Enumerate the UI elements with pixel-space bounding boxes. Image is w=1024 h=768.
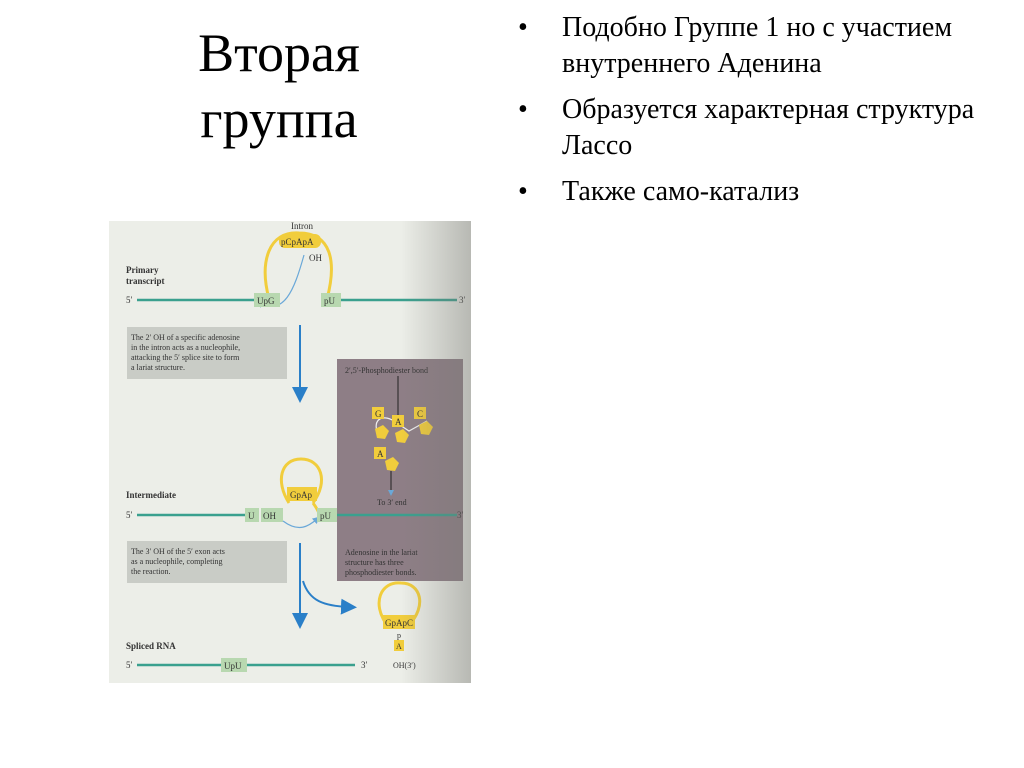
u-box: [245, 508, 259, 522]
upu-box: [221, 658, 247, 672]
inset-note-line: phosphodiester bonds.: [345, 568, 417, 577]
page-curl-shade: [401, 221, 471, 683]
five-prime-label-3: 5′: [126, 660, 133, 670]
oh2-box: [261, 508, 283, 522]
note1-line: in the intron acts as a nucleophile,: [131, 343, 240, 352]
three-prime-label-2: 3′: [457, 510, 464, 520]
note1-line: a lariat structure.: [131, 363, 185, 372]
branch-arrow: [302, 580, 357, 615]
lariat-seq: GpApC: [385, 618, 413, 628]
bullet-item: • Образуется характерная структура Лассо: [516, 92, 1016, 164]
base-a2-box: [374, 447, 386, 459]
bullet-list: • Подобно Группе 1 но с участием внутренн…: [516, 10, 1016, 220]
sugar-4-icon: [385, 457, 399, 471]
upg-box: [254, 293, 280, 307]
intron-loop: [263, 231, 333, 300]
bullet-text: Также само-катализ: [562, 176, 800, 207]
bullet-item: • Также само-катализ: [516, 174, 1016, 210]
intron-label: Intron: [291, 221, 313, 231]
note2-line: the reaction.: [131, 567, 171, 576]
oh2-label: OH: [263, 511, 276, 521]
bullet-dot-icon: •: [518, 94, 528, 125]
attack-arrow-2: [282, 516, 320, 529]
primary-label: Primary: [126, 265, 159, 275]
five-prime-label-2: 5′: [126, 510, 133, 520]
sugar-1-icon: [375, 425, 389, 439]
lariat-a: A: [396, 642, 402, 651]
pu2-box: [317, 508, 337, 522]
gpap-label: GpAp: [290, 490, 312, 500]
oh3-label: OH(3′): [393, 661, 416, 670]
sugar-2-icon: [395, 429, 409, 443]
spliced-label: Spliced RNA: [126, 641, 176, 651]
sugar-3-icon: [419, 421, 433, 435]
base-g: G: [375, 409, 382, 419]
three-prime-label-3: 3′: [361, 660, 368, 670]
lariat-inset: [337, 359, 463, 581]
lariat-loop: [279, 457, 323, 504]
intermediate-label: Intermediate: [126, 490, 176, 500]
note1-box: [127, 327, 287, 379]
splicing-figure: Intron pCpApA OH Primary transcript 5′ U…: [109, 221, 471, 683]
base-a1-box: [392, 415, 404, 427]
base-g-box: [372, 407, 384, 419]
lariat-a-box: [394, 640, 404, 651]
base-a2: A: [377, 449, 384, 459]
bond-label: 2′,5′-Phosphodiester bond: [345, 366, 428, 375]
bullet-dot-icon: •: [518, 176, 528, 207]
lariat-seq-box: [383, 615, 415, 629]
intron-seq: pCpApA: [281, 237, 314, 247]
gpap-box: [287, 487, 317, 501]
slide-title: Вторая группа: [198, 23, 360, 149]
oh-label: OH: [309, 253, 322, 263]
note1-line: The 2′ OH of a specific adenosine: [131, 333, 240, 342]
note2-line: as a nucleophile, completing: [131, 557, 223, 566]
inset-note-line: Adenosine in the lariat: [345, 548, 418, 557]
pu-box: [321, 293, 341, 307]
bullet-item: • Подобно Группе 1 но с участием внутренн…: [516, 10, 1016, 82]
note2-box: [127, 541, 287, 583]
five-prime-label: 5′: [126, 295, 133, 305]
inset-note-line: structure has three: [345, 558, 404, 567]
base-c-box: [414, 407, 426, 419]
base-c: C: [417, 409, 423, 419]
released-lariat-loop: [377, 581, 422, 627]
base-a1: A: [395, 417, 402, 427]
splicing-diagram: Intron pCpApA OH Primary transcript 5′ U…: [126, 221, 466, 672]
upu-label: UpU: [224, 661, 242, 671]
three-prime-label: 3′: [459, 295, 466, 305]
pu-label: pU: [324, 296, 336, 306]
upg-label: UpG: [257, 296, 275, 306]
note1-line: attacking the 5′ splice site to form: [131, 353, 240, 362]
pu2-label: pU: [320, 511, 332, 521]
bullet-text: Подобно Группе 1 но с участием внутренне…: [562, 12, 953, 79]
lariat-p: p: [397, 631, 401, 640]
primary-label-2: transcript: [126, 276, 165, 286]
u-label: U: [248, 511, 255, 521]
to-end-label: To 3′ end: [377, 498, 407, 507]
intron-seq-box: [279, 234, 321, 248]
note2-line: The 3′ OH of the 5′ exon acts: [131, 547, 225, 556]
bullet-text: Образуется характерная структура Лассо: [562, 94, 975, 161]
bullet-dot-icon: •: [518, 12, 528, 43]
